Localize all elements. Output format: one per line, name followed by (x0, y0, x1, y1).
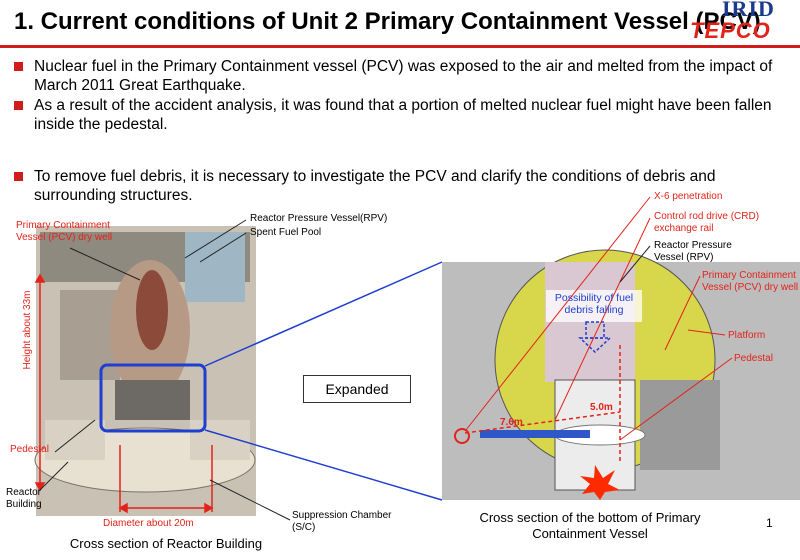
title-divider (0, 45, 800, 48)
leader-lines-right (465, 196, 733, 441)
height-dimension (34, 273, 46, 492)
page-number: 1 (766, 516, 773, 530)
rpv-right-label: Reactor Pressure Vessel (RPV) (654, 240, 732, 263)
falling-arrow-head-icon (578, 337, 612, 354)
rpv-leader (619, 245, 651, 283)
pcv-right-label: Primary Containment Vessel (PCV) dry wel… (702, 270, 799, 293)
expanded-label: Expanded (303, 375, 411, 403)
bullet-text: To remove fuel debris, it is necessary t… (34, 168, 716, 204)
pcv-dry-well-label: Primary Containment Vessel (PCV) dry wel… (16, 220, 113, 243)
expanded-region-box (99, 363, 207, 433)
diameter-label: Diameter about 20m (103, 518, 194, 529)
pedestal-label: Pedestal (10, 444, 49, 455)
spent-fuel-pool-label: Spent Fuel Pool (250, 227, 322, 238)
bullet-square-icon (14, 62, 23, 71)
possibility-callout-bg (546, 290, 642, 322)
diameter-dimension (118, 445, 214, 514)
tepco-logo: TEPCO (690, 18, 771, 43)
crd-rail-label: Control rod drive (CRD) exchange rail (654, 211, 760, 234)
zoom-line-bottom (204, 429, 443, 501)
x6-penetration-label: X-6 penetration (654, 191, 723, 202)
dimension-7-6m: 7.6m (500, 417, 523, 428)
bullet-text: As a result of the accident analysis, it… (34, 97, 772, 133)
page-title: 1. Current conditions of Unit 2 Primary … (14, 8, 761, 35)
bullet-square-icon (14, 101, 23, 110)
reactor-building-label: Reactor Building (6, 487, 42, 510)
rpv-label: Reactor Pressure Vessel(RPV) (250, 213, 388, 224)
zoom-line-top (204, 261, 443, 367)
reactor-building-illustration (34, 226, 256, 516)
possibility-label: Possibility of fuel debris falling (554, 292, 634, 316)
leader-lines-left (39, 219, 291, 521)
bullet-item: To remove fuel debris, it is necessary t… (14, 167, 784, 205)
left-caption: Cross section of Reactor Building (69, 536, 263, 551)
suppression-chamber-label: Suppression Chamber (S/C) (292, 510, 392, 533)
irid-logo: IRID (722, 0, 775, 21)
bullet-square-icon (14, 172, 23, 181)
dimension-5-0m: 5.0m (590, 402, 613, 413)
right-caption: Cross section of the bottom of Primary C… (479, 510, 701, 541)
bullet-item: As a result of the accident analysis, it… (14, 96, 784, 134)
pedestal-right-label: Pedestal (734, 353, 773, 364)
bullet-item: Nuclear fuel in the Primary Containment … (14, 57, 784, 95)
dimension-lines (464, 345, 621, 462)
platform-label: Platform (728, 330, 766, 341)
height-label: Height about 33m (22, 290, 33, 370)
bullet-text: Nuclear fuel in the Primary Containment … (34, 58, 773, 94)
